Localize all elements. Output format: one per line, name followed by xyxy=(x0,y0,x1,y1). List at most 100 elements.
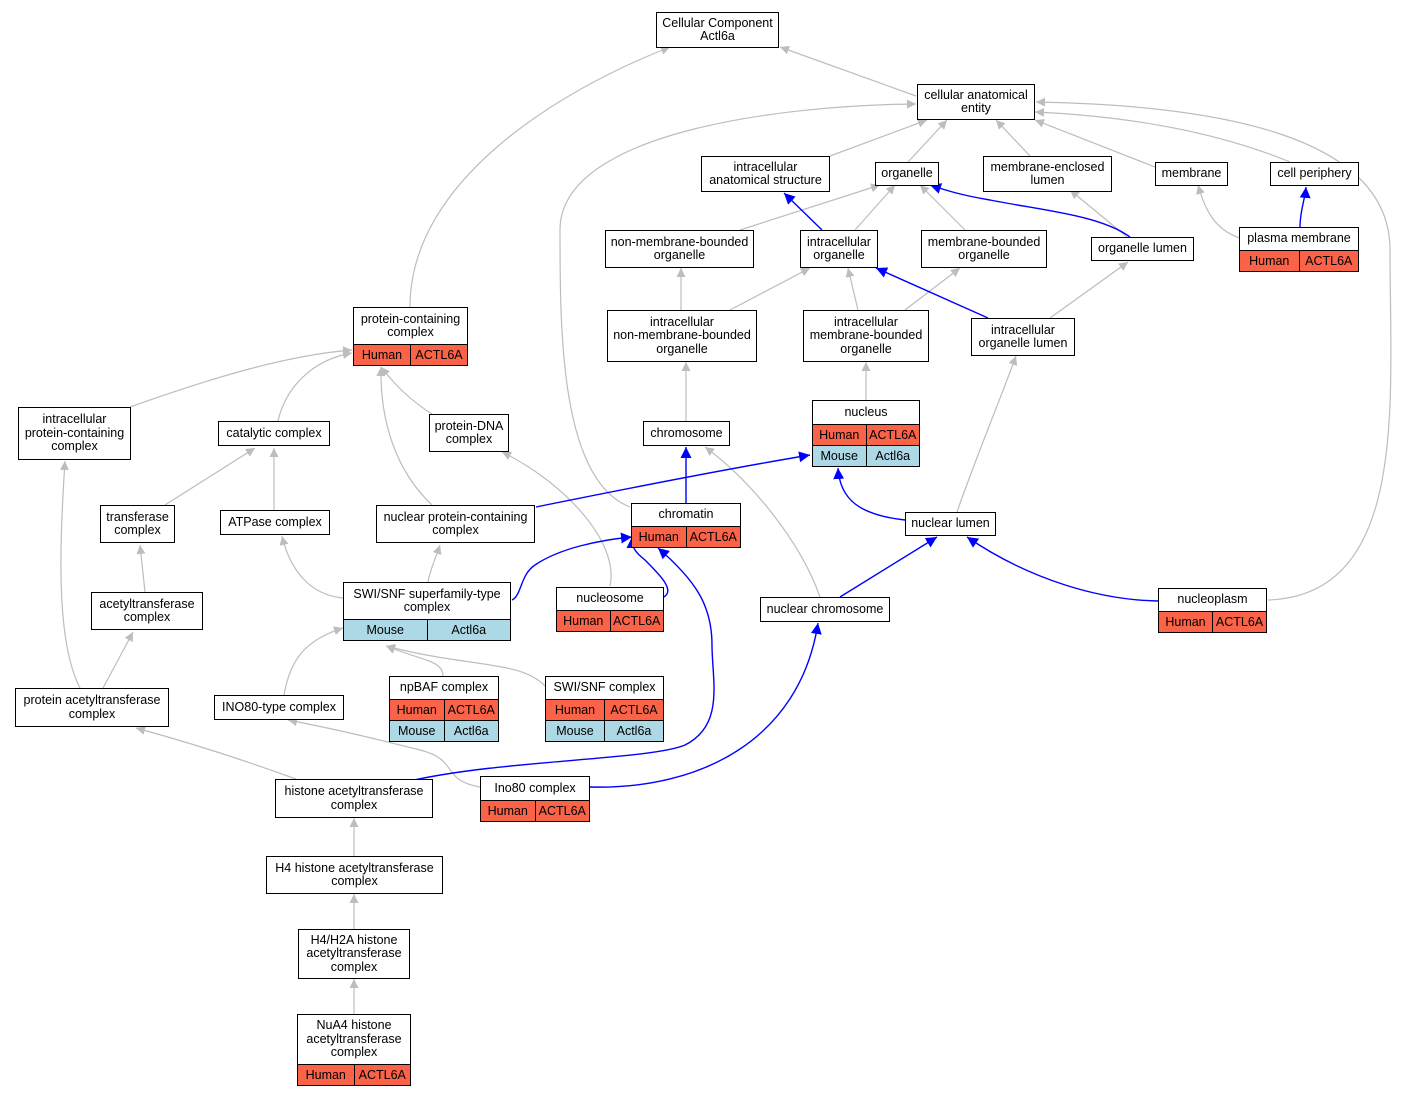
edge-iol-iorg xyxy=(875,267,989,319)
node-label: non-membrane-bounded organelle xyxy=(610,234,749,262)
node-label: transferase complex xyxy=(106,509,169,537)
edge-npcc-pcc xyxy=(376,366,433,506)
edge-iorg-ias xyxy=(783,192,823,231)
node-label: npBAF complex xyxy=(399,680,489,695)
node-h4-h2a-histone-acetyltransferase-complex[interactable]: H4/H2A histone acetyltransferase complex xyxy=(298,929,410,979)
node-h4-histone-acetyltransferase-complex[interactable]: H4 histone acetyltransferase complex xyxy=(266,856,443,894)
edge-imbo-iorg xyxy=(845,267,859,311)
edge-mem-cae xyxy=(1034,119,1156,168)
node-nuclear-chromosome[interactable]: nuclear chromosome xyxy=(760,597,890,622)
species-cell: Human xyxy=(298,1065,354,1085)
node-intracellular-organelle-lumen[interactable]: intracellular organelle lumen xyxy=(971,318,1075,356)
node-catalytic-complex[interactable]: catalytic complex xyxy=(218,421,330,446)
gene-cell: ACTL6A xyxy=(865,425,919,445)
node-label: intracellular membrane-bounded organelle xyxy=(809,314,923,356)
node-organelle[interactable]: organelle xyxy=(875,162,939,186)
edge-imbo-mbo xyxy=(904,267,961,311)
node-label: membrane-enclosed lumen xyxy=(990,159,1105,187)
node-chromosome[interactable]: chromosome xyxy=(643,421,730,446)
node-membrane[interactable]: membrane xyxy=(1155,162,1228,186)
node-non-membrane-bounded-organelle[interactable]: non-membrane-bounded organelle xyxy=(605,230,754,268)
node-protein-acetyltransferase-complex[interactable]: protein acetyltransferase complex xyxy=(15,688,169,727)
edge-pdna-pcc xyxy=(380,366,433,415)
edge-swi-swisnf xyxy=(385,643,546,687)
node-label: nucleoplasm xyxy=(1177,592,1248,607)
species-cell: Human xyxy=(557,611,610,631)
node-cellular-anatomical-entity[interactable]: cellular anatomical entity xyxy=(917,84,1035,120)
edge-nchr-chrom xyxy=(704,446,821,598)
species-cell: Human xyxy=(354,345,410,365)
edge-cper-cae xyxy=(1034,107,1291,163)
node-intracellular-membrane-bounded-organelle[interactable]: intracellular membrane-bounded organelle xyxy=(803,310,929,362)
node-label: SWI/SNF complex xyxy=(553,680,656,695)
node-label: SWI/SNF superfamily-type complex xyxy=(353,586,501,614)
node-intracellular-organelle[interactable]: intracellular organelle xyxy=(800,230,878,268)
node-organelle-lumen[interactable]: organelle lumen xyxy=(1091,237,1194,261)
species-cell: Human xyxy=(546,700,604,720)
species-cell: Human xyxy=(632,527,686,547)
node-label: membrane xyxy=(1161,166,1222,181)
node-nuclear-lumen[interactable]: nuclear lumen xyxy=(905,512,996,536)
node-intracellular-anatomical-structure[interactable]: intracellular anatomical structure xyxy=(701,156,830,192)
gene-cell: ACTL6A xyxy=(410,345,467,365)
node-label: cellular anatomical entity xyxy=(924,87,1028,115)
node-label: organelle lumen xyxy=(1098,241,1187,256)
gene-cell: ACTL6A xyxy=(609,611,663,631)
node-transferase-complex[interactable]: transferase complex xyxy=(100,505,175,543)
edge-actc-trc xyxy=(136,544,146,593)
node-cell-periphery[interactable]: cell periphery xyxy=(1270,162,1359,186)
node-atpase-complex[interactable]: ATPase complex xyxy=(220,510,330,535)
edge-cae-cc xyxy=(779,45,917,97)
node-histone-acetyltransferase-complex[interactable]: histone acetyltransferase complex xyxy=(275,779,433,818)
node-ino80-type-complex[interactable]: INO80-type complex xyxy=(214,695,344,720)
edge-pcc-cc xyxy=(409,46,671,308)
edge-chrt-cae xyxy=(559,99,917,508)
node-label: Ino80 complex xyxy=(494,780,576,795)
node-label: organelle xyxy=(881,166,933,181)
gene-cell: ACTL6A xyxy=(685,527,740,547)
gene-cell: ACTL6A xyxy=(604,700,663,720)
edge-iorg-org xyxy=(854,184,896,231)
node-label: NuA4 histone acetyltransferase complex xyxy=(306,1018,402,1060)
edge-pat-actc xyxy=(102,631,134,689)
node-protein-dna-complex[interactable]: protein-DNA complex xyxy=(429,414,509,452)
edge-npbaf-swisnf xyxy=(385,645,444,677)
gene-cell: Actl6a xyxy=(426,620,510,640)
edge-mbo-org xyxy=(919,184,966,231)
species-cell: Human xyxy=(813,425,866,445)
node-cellular-component[interactable]: Cellular Component Actl6a xyxy=(656,12,779,48)
node-intracellular-non-membrane-bounded-organelle[interactable]: intracellular non-membrane-bounded organ… xyxy=(607,310,757,362)
node-membrane-bounded-organelle[interactable]: membrane-bounded organelle xyxy=(921,230,1047,268)
species-cell: Mouse xyxy=(546,721,604,741)
node-nua4-histone-acetyltransferase-complex[interactable]: NuA4 histone acetyltransferase complex H… xyxy=(297,1014,411,1086)
species-cell: Mouse xyxy=(344,620,427,640)
node-label: Cellular Component Actl6a xyxy=(662,15,773,43)
node-acetyltransferase-complex[interactable]: acetyltransferase complex xyxy=(91,592,203,630)
node-membrane-enclosed-lumen[interactable]: membrane-enclosed lumen xyxy=(983,156,1112,192)
node-label: membrane-bounded organelle xyxy=(927,234,1041,262)
edge-trc-catc xyxy=(164,447,256,506)
node-intracellular-protein-containing-complex[interactable]: intracellular protein-containing complex xyxy=(18,407,131,460)
gene-cell: Actl6a xyxy=(443,721,498,741)
node-nuclear-protein-containing-complex[interactable]: nuclear protein-containing complex xyxy=(376,505,535,543)
gene-cell: ACTL6A xyxy=(443,700,498,720)
node-label: nucleosome xyxy=(576,591,644,606)
edge-pm-mem xyxy=(1196,184,1241,239)
edge-swisnf-npcc xyxy=(427,544,442,583)
